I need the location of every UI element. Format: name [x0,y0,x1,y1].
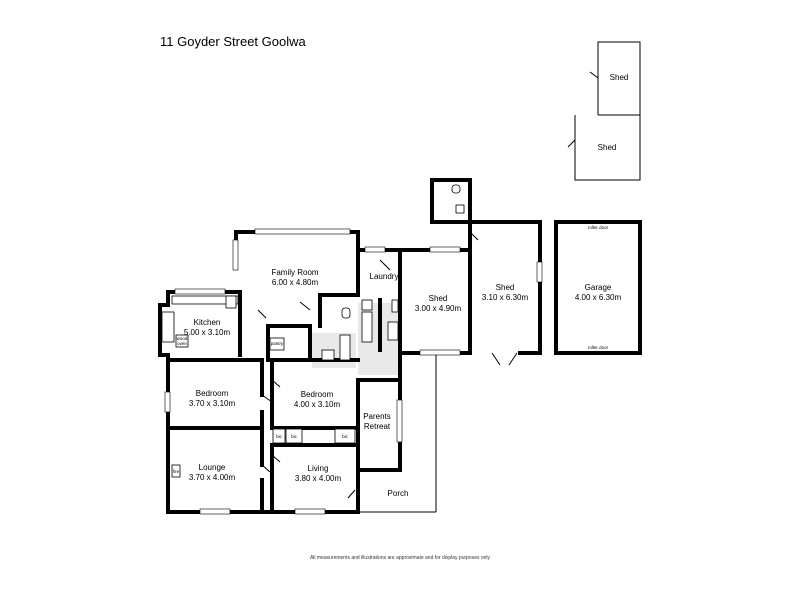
shed-small-window [419,349,461,356]
fixture-labels: roller door roller door pantry wood oven… [173,225,609,474]
pantry-box [269,337,285,351]
label-bedroom-1: Bedroom [196,389,229,398]
bic-box-1 [272,428,286,444]
kitchen-window [174,288,226,295]
label-porch: Porch [388,489,409,498]
attached-sheds [398,178,543,366]
wood-oven [175,334,189,348]
bic-box-2 [285,428,303,444]
bath [387,321,399,341]
bedroom1-door [261,394,273,403]
label-bic-2: bic [291,434,298,439]
fixtures [161,204,465,478]
laundry-tub [361,299,373,311]
shed-door [469,231,479,241]
shed-large-window [536,261,543,283]
label-bic-3: bic [342,434,349,439]
room-labels: Shed Shed Family Room 6.00 x 4.80m Laund… [184,73,628,498]
label-lounge: Lounge [199,463,226,472]
parents-retreat-window [396,399,403,443]
label-pantry: pantry [271,341,284,346]
living-window [294,508,326,515]
fireplace [171,464,181,478]
shed-mid-walls [574,115,641,181]
laundry-left-wall [318,248,360,297]
label-living: Living [308,464,329,473]
shed-top-walls [597,41,641,116]
label-shed-mid: Shed [598,143,617,152]
label-roller-door-top: roller door [588,225,609,230]
label-oven: oven [177,341,187,346]
shed-large-door-right [508,352,518,366]
west-outer-wall [158,290,357,514]
label-wood: wood [177,336,188,341]
label-family-room-size: 6.00 x 4.80m [272,278,319,287]
disclaimer: All measurements and illustrations are a… [309,555,491,561]
wc-toilet [451,184,461,194]
label-bic-1: bic [276,434,283,439]
laundry-window [364,246,386,253]
shed-top-door [589,71,599,79]
shed-small-top-window [429,246,461,253]
shed-mid-door [567,139,576,148]
detached-sheds [567,41,641,181]
label-living-size: 3.80 x 4.00m [295,474,342,483]
bathtub [339,334,351,361]
family-room-side-window [232,239,239,271]
shed-large-walls [468,220,542,355]
kitchen-bench-top [171,295,239,305]
label-garage-size: 4.00 x 6.30m [575,293,622,302]
label-laundry: Laundry [370,272,399,281]
label-shed-small: Shed [429,294,448,303]
living-door [271,454,281,463]
toilet [341,307,351,319]
lounge-window [199,508,231,515]
label-roller-door-bottom: roller door [588,345,609,350]
label-kitchen-size: 5.00 x 3.10m [184,328,231,337]
label-fire: fire [173,469,180,474]
label-kitchen: Kitchen [194,318,221,327]
windows [164,228,461,515]
house-walls [158,230,437,514]
kitchen-sink-bench [161,311,175,343]
label-lounge-size: 3.70 x 4.00m [189,473,236,482]
label-shed-large-size: 3.10 x 6.30m [482,293,529,302]
shed-basin [455,204,465,214]
bic-box-3 [334,428,356,444]
vanity [321,349,335,361]
shed-small-fixture [391,299,399,313]
wc-walls [430,178,472,224]
label-shed-small-size: 3.00 x 4.90m [415,304,462,313]
interior-walls [166,290,360,514]
garage-structure [554,220,642,355]
label-family-room: Family Room [271,268,318,277]
toilet-door [299,301,311,311]
lounge-door [261,464,271,473]
label-shed-top: Shed [610,73,629,82]
label-bedroom-1-size: 3.70 x 3.10m [189,399,236,408]
shower [361,311,373,343]
label-retreat: Retreat [364,422,391,431]
bedroom1-window [164,391,171,413]
label-garage: Garage [585,283,612,292]
label-bedroom-2: Bedroom [301,390,334,399]
family-room-window [254,228,351,235]
plan-title: 11 Goyder Street Goolwa [160,34,306,49]
hall-door [257,309,267,319]
label-bedroom-2-size: 4.00 x 3.10m [294,400,341,409]
shed-large-door-left [491,352,501,366]
stove [225,295,237,309]
label-shed-large: Shed [496,283,515,292]
laundry-door [379,259,391,271]
porch-door [347,489,356,499]
label-parents: Parents [363,412,391,421]
bedroom2-door [271,379,281,388]
